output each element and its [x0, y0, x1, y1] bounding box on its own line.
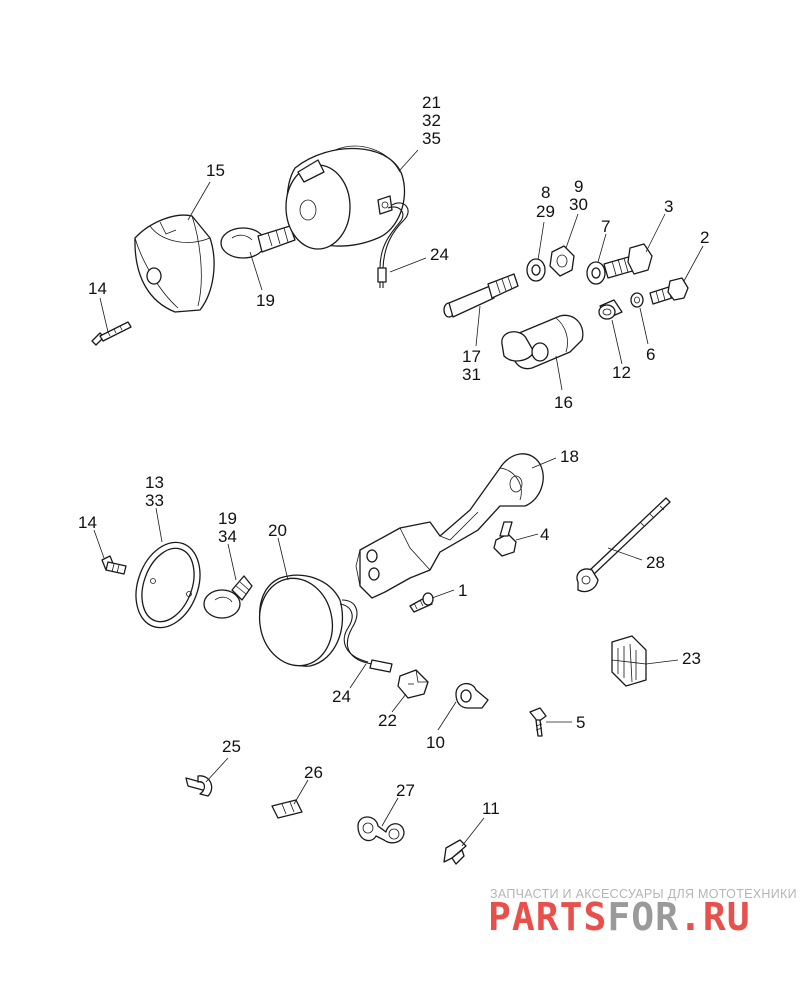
part-15-lamp-cap: [134, 214, 215, 313]
part-5-screw: [529, 707, 547, 737]
part-3-bolt: [603, 243, 653, 279]
part-7-washer: [586, 261, 606, 285]
part-19-bulb-lower: [203, 575, 253, 619]
callout-3: 3: [664, 197, 673, 216]
callout-7: 7: [601, 217, 610, 236]
part-2-bolt: [649, 277, 689, 305]
part-13-rim: [135, 541, 201, 629]
callout-34: 34: [218, 527, 237, 546]
part-27-double-clamp: [357, 816, 405, 844]
callout-28: 28: [646, 553, 665, 572]
callout-19-upper: 19: [256, 291, 275, 310]
callout-14-upper: 14: [88, 279, 107, 298]
callout-6: 6: [646, 345, 655, 364]
callout-13: 13: [145, 473, 164, 492]
part-8-washer: [526, 258, 546, 282]
watermark-logo-parts: PARTS: [488, 895, 607, 939]
part-19-bulb-upper: [220, 225, 296, 259]
part-25-clip: [185, 775, 213, 797]
callout-11: 11: [482, 799, 500, 818]
part-11-small-bracket: [443, 839, 467, 865]
watermark: ЗАПЧАСТИ И АКСЕССУАРЫ ДЛЯ МОТОТЕХНИКИ PA…: [488, 887, 797, 939]
part-17-stud: [443, 273, 519, 318]
watermark-tagline: ЗАПЧАСТИ И АКСЕССУАРЫ ДЛЯ МОТОТЕХНИКИ: [490, 887, 797, 901]
callout-20: 20: [268, 521, 287, 540]
part-23-connector-block: [611, 635, 647, 687]
part-26-tab: [271, 799, 303, 819]
part-14-screw-upper: [91, 321, 132, 346]
callout-24-lower: 24: [332, 687, 351, 706]
callout-25: 25: [222, 737, 241, 756]
part-1-screw: [409, 592, 434, 613]
callout-17: 17: [462, 347, 481, 366]
callout-31: 31: [462, 365, 481, 384]
callout-19-lower: 19: [218, 509, 237, 528]
callout-labels: 21 32 35 15 14 19 24 8 29 9 30 7 3 2 17 …: [78, 93, 709, 818]
callout-26: 26: [304, 763, 323, 782]
part-14-screw-lower: [101, 555, 127, 575]
callout-5: 5: [576, 713, 585, 732]
part-28-cable-tie: [576, 497, 671, 593]
callout-8: 8: [541, 183, 550, 202]
part-6-lockwasher: [630, 292, 644, 308]
callout-21: 21: [422, 93, 441, 112]
leader-lines: [93, 149, 704, 847]
callout-30: 30: [569, 195, 588, 214]
callout-14-lower: 14: [78, 513, 97, 532]
callout-33: 33: [145, 491, 164, 510]
part-9-nut: [549, 245, 575, 277]
part-10-clip: [455, 683, 489, 709]
part-16-clamp: [501, 314, 584, 370]
svg-text:PARTSFOR.RU: PARTSFOR.RU: [488, 895, 751, 939]
watermark-logo-for: FOR: [607, 895, 679, 939]
part-22-connector: [397, 669, 429, 699]
callout-27: 27: [396, 781, 415, 800]
watermark-logo-ru: .RU: [679, 895, 751, 939]
part-4-bolt: [493, 521, 517, 557]
callout-32: 32: [422, 111, 441, 130]
callout-12: 12: [612, 363, 631, 382]
callout-9: 9: [574, 177, 583, 196]
part-12-spacer: [598, 299, 623, 320]
part-21-lamp-housing: [285, 145, 409, 288]
callout-1: 1: [458, 581, 467, 600]
callout-16: 16: [554, 393, 573, 412]
callout-10: 10: [426, 733, 445, 752]
part-20-lamp: [258, 574, 393, 673]
callout-23: 23: [682, 649, 701, 668]
part-18-bracket: [355, 453, 544, 599]
callout-22: 22: [378, 711, 397, 730]
callout-4: 4: [540, 525, 549, 544]
callout-2: 2: [700, 228, 709, 247]
callout-35: 35: [422, 129, 441, 148]
callout-24-upper: 24: [430, 245, 449, 264]
callout-18: 18: [560, 447, 579, 466]
callout-29: 29: [536, 202, 555, 221]
callout-15: 15: [206, 161, 225, 180]
